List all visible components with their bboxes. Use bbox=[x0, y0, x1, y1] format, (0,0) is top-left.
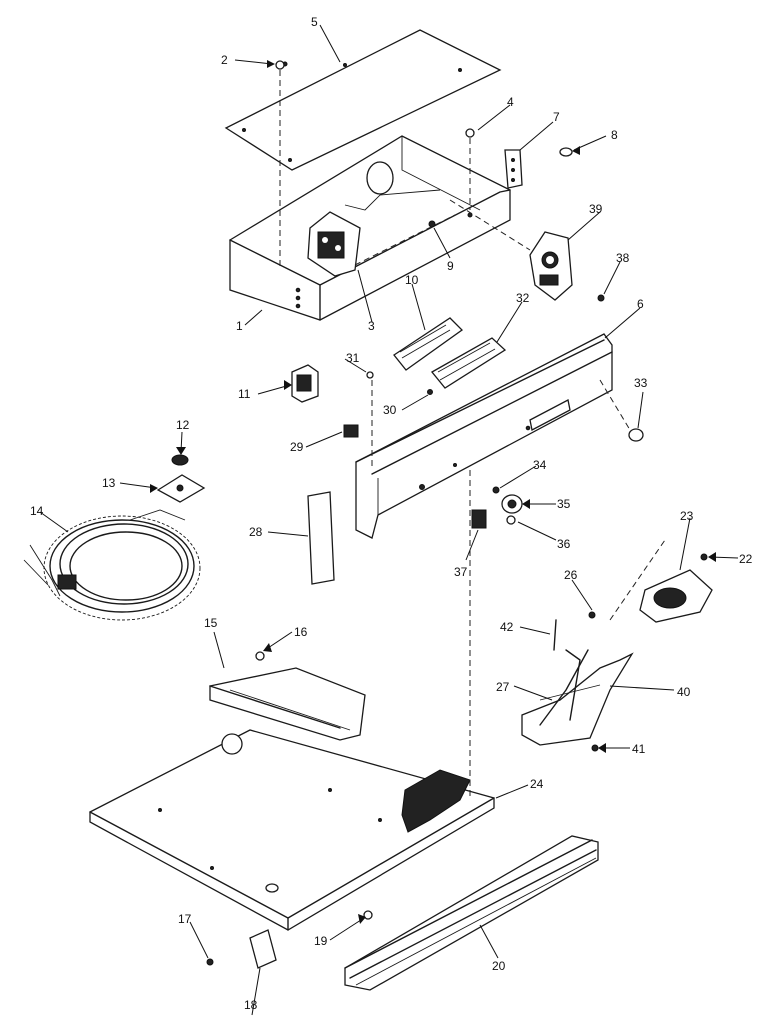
callout-22: 22 bbox=[739, 552, 753, 566]
callout-labels: 2 5 4 7 8 39 9 38 10 6 32 3 1 31 11 33 3… bbox=[30, 15, 753, 1012]
callout-26: 26 bbox=[564, 568, 578, 582]
callout-23: 23 bbox=[680, 509, 694, 523]
part-13-plate bbox=[156, 474, 206, 503]
part-31-screw bbox=[366, 371, 374, 379]
callout-12: 12 bbox=[176, 418, 190, 432]
part-30-screw bbox=[427, 389, 433, 395]
part-20-rail bbox=[344, 835, 599, 991]
callout-6: 6 bbox=[637, 297, 644, 311]
part-11-timer bbox=[291, 364, 319, 403]
callout-34: 34 bbox=[533, 458, 547, 472]
callout-33: 33 bbox=[634, 376, 648, 390]
callout-9: 9 bbox=[447, 259, 454, 273]
callout-3: 3 bbox=[368, 319, 375, 333]
part-42-pin bbox=[553, 619, 557, 651]
callout-30: 30 bbox=[383, 403, 397, 417]
callout-17: 17 bbox=[178, 912, 192, 926]
part-10-control-board bbox=[393, 317, 464, 371]
callout-10: 10 bbox=[405, 273, 419, 287]
part-39-switch bbox=[529, 231, 573, 301]
part-29-knob bbox=[343, 424, 359, 438]
screw-parts bbox=[206, 60, 708, 966]
part-12-nut bbox=[171, 454, 189, 466]
part-38-screw bbox=[597, 294, 605, 302]
callout-13: 13 bbox=[102, 476, 116, 490]
part-16-screw bbox=[255, 651, 265, 661]
part-2-screw bbox=[275, 60, 285, 70]
callout-15: 15 bbox=[204, 616, 218, 630]
callout-14: 14 bbox=[30, 504, 44, 518]
callout-42: 42 bbox=[500, 620, 514, 634]
leader-lines bbox=[39, 24, 739, 1016]
part-3-terminal-block bbox=[307, 211, 361, 277]
part-37-switch bbox=[471, 509, 487, 529]
part-35-grommet bbox=[501, 494, 523, 514]
assembly-dashed-lines bbox=[279, 70, 666, 800]
part-4-screw bbox=[465, 128, 475, 138]
callout-4: 4 bbox=[507, 95, 514, 109]
part-28-side-trim bbox=[307, 491, 335, 585]
part-7-bracket bbox=[504, 149, 523, 189]
part-14-wire-harness bbox=[23, 509, 201, 621]
part-9-screw bbox=[428, 220, 436, 228]
part-8-plug bbox=[559, 147, 573, 157]
callout-41: 41 bbox=[632, 742, 646, 756]
callout-11: 11 bbox=[238, 387, 251, 401]
part-15-shield-bracket bbox=[209, 667, 366, 741]
part-41-screw bbox=[591, 744, 599, 752]
part-34-screw bbox=[492, 486, 500, 494]
callout-20: 20 bbox=[492, 959, 506, 973]
callout-31: 31 bbox=[346, 351, 360, 365]
part-33-cap bbox=[628, 428, 644, 442]
callout-37: 37 bbox=[454, 565, 468, 579]
callout-29: 29 bbox=[290, 440, 304, 454]
part-5-top-panel bbox=[224, 29, 502, 171]
callout-1: 1 bbox=[236, 319, 243, 333]
part-18-clip bbox=[249, 929, 277, 969]
callout-27: 27 bbox=[496, 680, 510, 694]
callout-36: 36 bbox=[557, 537, 571, 551]
callout-19: 19 bbox=[314, 934, 328, 948]
callout-35: 35 bbox=[557, 497, 571, 511]
part-26-screw bbox=[588, 611, 596, 619]
part-1-housing bbox=[229, 135, 511, 321]
part-24-base-plate bbox=[89, 729, 495, 931]
callout-8: 8 bbox=[611, 128, 618, 142]
part-6-front-panel bbox=[355, 333, 613, 539]
callout-39: 39 bbox=[589, 202, 603, 216]
callout-40: 40 bbox=[677, 685, 691, 699]
callout-5: 5 bbox=[311, 15, 318, 29]
callout-7: 7 bbox=[553, 110, 560, 124]
part-22-screw bbox=[700, 553, 708, 561]
part-17-screw bbox=[206, 958, 214, 966]
callout-18: 18 bbox=[244, 998, 258, 1012]
part-27-lever bbox=[539, 649, 589, 726]
callout-2: 2 bbox=[221, 53, 228, 67]
callout-28: 28 bbox=[249, 525, 263, 539]
part-23-motor bbox=[639, 569, 713, 623]
part-32-control-board bbox=[431, 337, 507, 389]
callout-16: 16 bbox=[294, 625, 308, 639]
callout-24: 24 bbox=[530, 777, 544, 791]
part-36-washer bbox=[506, 515, 516, 525]
callout-38: 38 bbox=[616, 251, 630, 265]
callout-32: 32 bbox=[516, 291, 530, 305]
part-40-bracket bbox=[521, 649, 634, 746]
